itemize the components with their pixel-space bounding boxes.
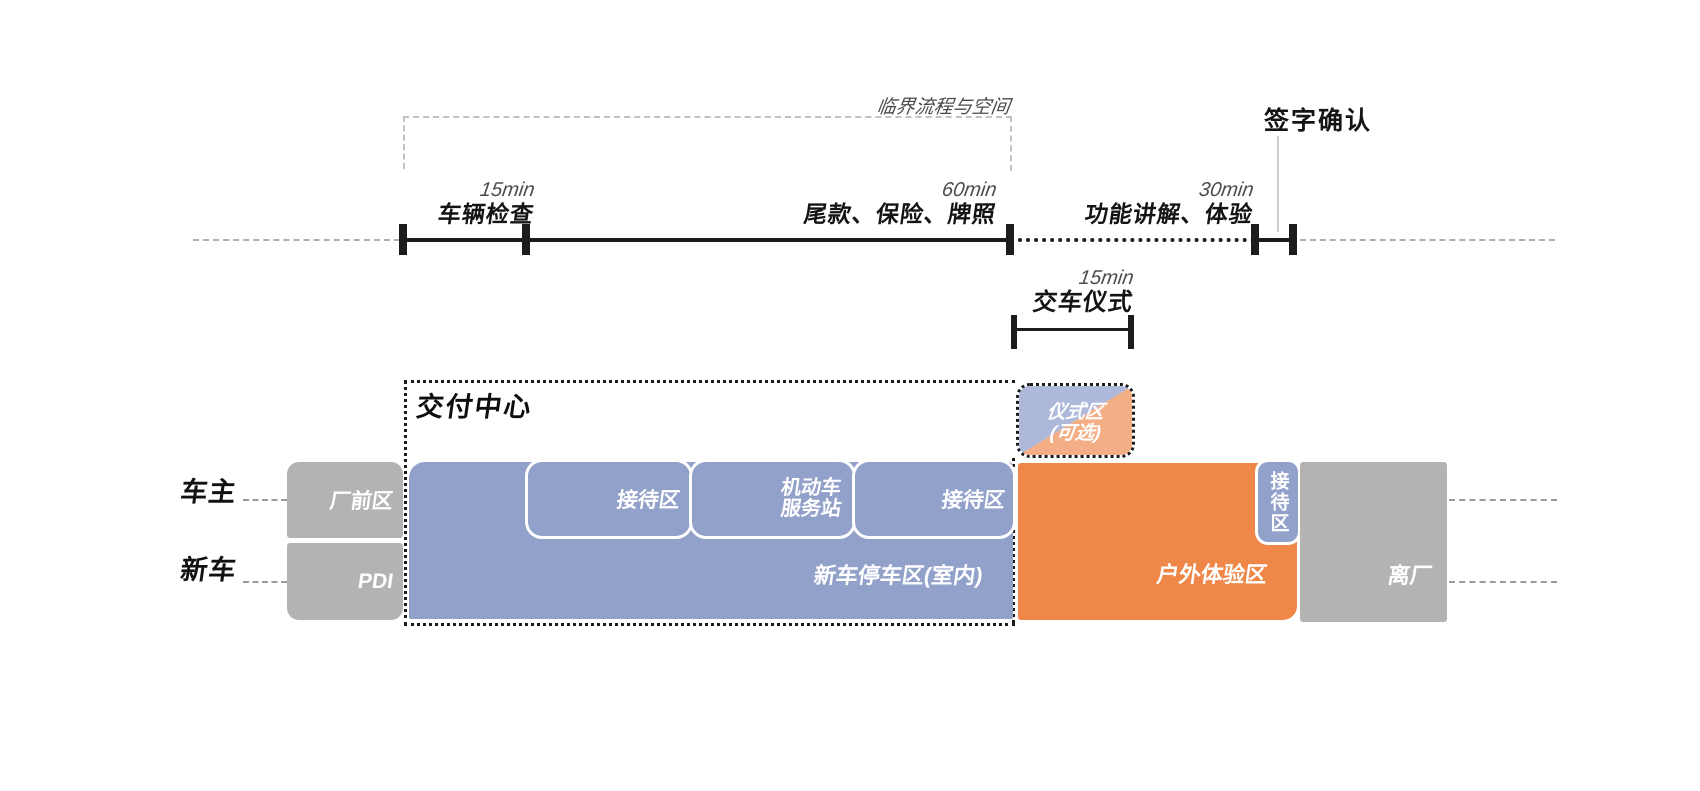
delivery-center-right-border [1012,458,1015,623]
timeline-segment-demo-dotted [1010,238,1255,242]
timeline-tick-start [399,224,407,255]
newcar-text: 新车 [178,555,239,585]
timeline-tail-dashed [1300,239,1555,241]
ceremony-label-group: 15min 交车仪式 [933,267,1135,316]
zone-front-area: 厂前区 [287,462,403,538]
owner-row-dash-right [1449,499,1557,501]
timeline-label-inspection: 15min 车辆检查 [334,179,536,227]
demo-label: 功能讲解、体验 [1083,201,1255,227]
reception-3-label: 接待区 [1267,470,1289,534]
reception-1-label: 接待区 [615,489,682,512]
zone-pdi: PDI [287,543,403,620]
timeline-label-demo: 30min 功能讲解、体验 [953,179,1255,227]
indoor-parking-label: 新车停车区(室内) [683,563,985,589]
timeline-tick-end [1289,224,1297,255]
service-station-line2: 服务站 [779,498,843,520]
newcar-row-dash-left [243,581,287,583]
critical-bracket-right-drop [1010,116,1012,171]
delivery-center-title: 交付中心 [414,385,535,424]
owner-row-dash-left [243,499,287,501]
row-label-newcar: 新车 [178,548,239,587]
ceremony-label: 交车仪式 [1031,289,1135,316]
ceremony-duration: 15min [1077,267,1135,289]
signoff-pointer-line [1277,136,1279,232]
timeline-segment-signoff [1255,238,1293,242]
service-station-label: 机动车 服务站 [779,477,843,520]
critical-bracket-text: 临界流程与空间 [875,97,1012,118]
reception-2-label: 接待区 [940,489,1007,512]
ceremony-bracket-bar [1014,328,1133,331]
signoff-label: 签字确认 [1264,101,1372,137]
signoff-text: 签字确认 [1264,107,1373,135]
front-area-label: 厂前区 [328,490,395,513]
critical-bracket-left-drop [403,116,405,169]
ceremony-bracket-tick-right [1128,315,1134,349]
zone-departure [1300,462,1447,622]
row-label-owner: 车主 [178,470,239,509]
zone-outdoor-experience [1018,463,1297,620]
timeline-tick-4 [1251,224,1259,255]
demo-duration: 30min [1197,179,1255,201]
departure-label: 离厂 [1232,563,1434,589]
timeline-tick-3 [1006,224,1014,255]
outdoor-experience-label: 户外体验区 [967,562,1269,588]
ceremony-zone-label: 仪式区 (可选) [1019,386,1132,455]
critical-bracket-label: 临界流程与空间 [710,92,1012,119]
critical-bracket-top-line [403,116,1012,118]
delivery-center-title-text: 交付中心 [414,392,535,422]
ceremony-zone-line2: (可选) [1048,422,1103,444]
ceremony-zone-block: 仪式区 (可选) [1016,383,1135,458]
ceremony-zone-line1: 仪式区 [1045,401,1106,423]
newcar-row-dash-right [1449,581,1557,583]
departure-text: 离厂 [1386,563,1434,588]
zone-reception-1: 接待区 [528,462,690,536]
inspection-duration: 15min [478,179,536,201]
ceremony-bracket-tick-left [1011,315,1017,349]
timeline-lead-dashed [193,239,400,241]
timeline-segment-inspection [403,238,1010,242]
timeline-tick-2 [522,224,530,255]
pdi-label: PDI [356,569,395,593]
inspection-label: 车辆检查 [436,201,536,227]
owner-text: 车主 [178,477,239,507]
delivery-center-outline [404,380,1015,626]
zone-reception-2: 接待区 [855,462,1013,536]
zone-service-station: 机动车 服务站 [692,462,853,536]
zone-reception-3: 接待区 [1258,462,1298,542]
indoor-parking-text: 新车停车区(室内) [812,563,985,588]
timeline-label-payment: 60min 尾款、保险、牌照 [696,179,998,227]
service-station-line1: 机动车 [779,477,843,499]
